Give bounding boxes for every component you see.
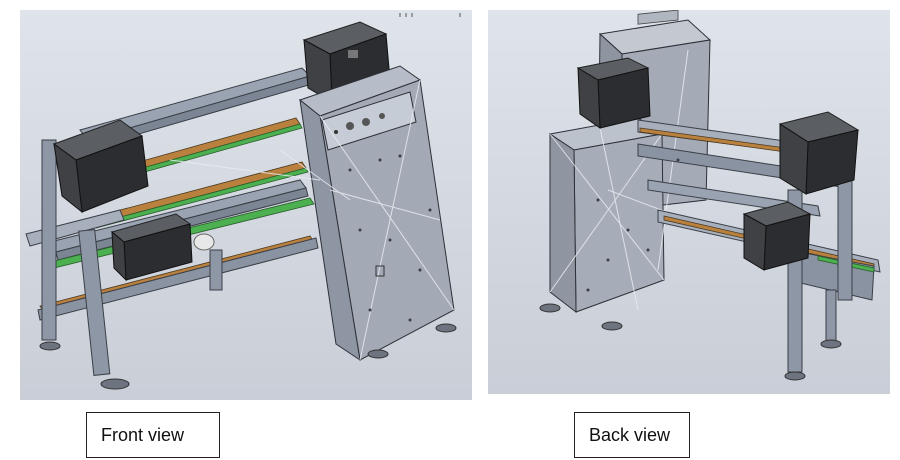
back-view-caption: Back view xyxy=(574,412,690,458)
front-view-label: Front view xyxy=(101,424,185,445)
front-view-caption: Front view xyxy=(86,412,220,458)
front-view-drawing xyxy=(25,13,461,390)
back-view-label: Back view xyxy=(589,424,671,445)
front-view-render xyxy=(20,10,472,400)
back-view-render xyxy=(488,10,890,394)
back-view-drawing xyxy=(539,10,881,381)
